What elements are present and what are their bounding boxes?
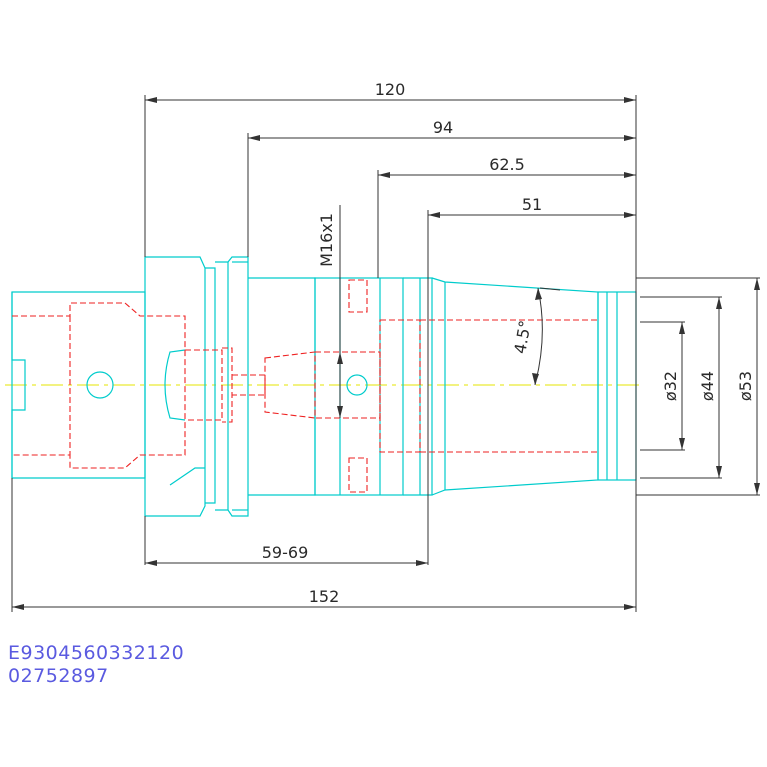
dim-62-5: 62.5 bbox=[489, 155, 525, 174]
dimension-lines bbox=[11, 95, 760, 612]
dim-thread: M16x1 bbox=[317, 213, 336, 267]
dim-dia-32: ø32 bbox=[661, 371, 680, 401]
dim-dia-53: ø53 bbox=[736, 371, 755, 401]
dim-dia-44: ø44 bbox=[698, 371, 717, 401]
dim-59-69: 59-69 bbox=[262, 543, 309, 562]
part-code-secondary: 02752897 bbox=[8, 665, 109, 687]
dim-152: 152 bbox=[309, 587, 340, 606]
holder-outline bbox=[11, 256, 637, 517]
part-code-primary: E9304560332120 bbox=[8, 642, 185, 664]
arrowheads bbox=[12, 97, 760, 610]
dim-51: 51 bbox=[522, 195, 542, 214]
dim-taper-angle: 4.5° bbox=[510, 319, 535, 355]
dim-120: 120 bbox=[375, 80, 406, 99]
dim-94: 94 bbox=[433, 118, 453, 137]
hidden-lines bbox=[12, 279, 598, 493]
